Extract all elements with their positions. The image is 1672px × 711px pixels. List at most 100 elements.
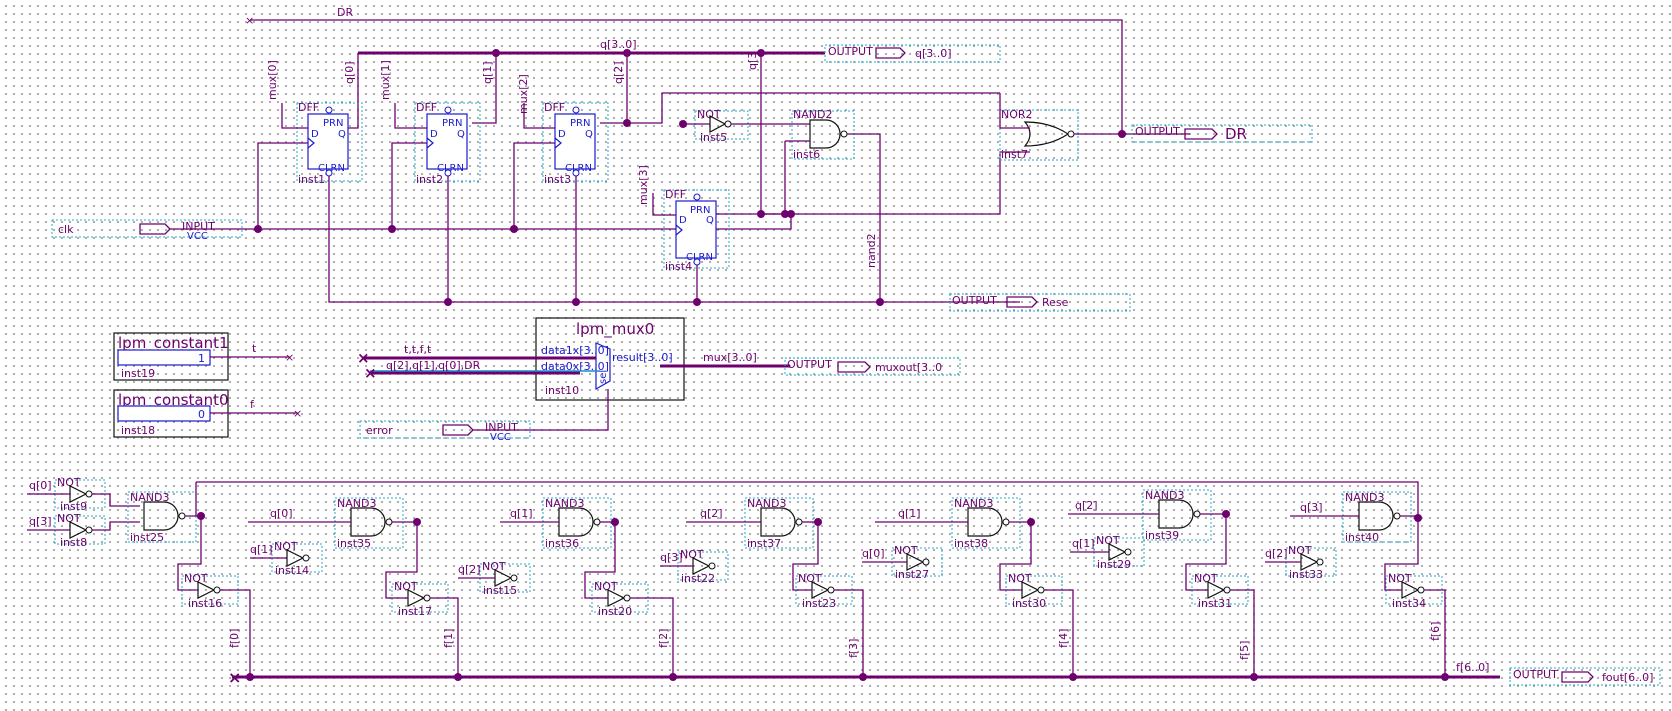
nand3-stage-inst39[interactable]: NAND3 inst39 q[2] (1068, 489, 1226, 542)
svg-text:×: × (357, 349, 370, 367)
svg-text:Q: Q (585, 129, 593, 140)
svg-text:mux[1]: mux[1] (379, 60, 392, 100)
svg-text:inst10: inst10 (545, 384, 579, 397)
svg-text:q[1]: q[1] (898, 507, 921, 520)
svg-text:Q: Q (706, 215, 714, 226)
svg-text:NAND3: NAND3 (545, 497, 584, 510)
output-not-inst34[interactable]: NOT inst34 f[6] (1384, 518, 1446, 677)
svg-text:NOT: NOT (1194, 572, 1218, 585)
svg-text:inst17: inst17 (398, 605, 432, 618)
svg-text:inst27: inst27 (895, 568, 929, 581)
svg-text:inst30: inst30 (1012, 597, 1046, 610)
dr-feedback-wire[interactable]: DR × (245, 6, 1123, 134)
svg-text:f[3]: f[3] (847, 639, 860, 658)
svg-text:f[5]: f[5] (1238, 641, 1251, 660)
svg-text:lpm_constant0: lpm_constant0 (118, 391, 229, 410)
svg-text:PRN: PRN (323, 118, 343, 129)
svg-text:D: D (311, 129, 319, 140)
input-pin-error[interactable]: error INPUT VCC (359, 420, 531, 443)
dff-inst4[interactable]: DFF PRN D Q CLRN inst4 mux[3] (637, 165, 730, 273)
svg-text:q[2]: q[2] (458, 563, 481, 576)
dff-inst2[interactable]: DFF PRN D Q CLRN inst2 mux[1] (379, 60, 481, 186)
not-gate-inst29[interactable]: NOT inst29 q[1] (1070, 534, 1145, 571)
nand3-stage-inst25[interactable]: NAND3 inst25 (127, 482, 201, 544)
dff-inst1[interactable]: DFF PRN D Q CLRN inst1 mux[0] (266, 60, 363, 186)
decoder-input-not-inst8[interactable]: NOT inst8 q[3] (27, 512, 140, 549)
svg-text:NAND3: NAND3 (130, 491, 169, 504)
output-not-inst30[interactable]: NOT inst30 f[4] (999, 522, 1074, 677)
lpm-constant1-block[interactable]: lpm_constant1 1 inst19 t × (113, 332, 294, 381)
svg-text:NOT: NOT (798, 572, 822, 585)
not-gate-inst5[interactable]: NOT inst5 (683, 108, 810, 144)
svg-text:NOT: NOT (697, 108, 721, 121)
lpm-constant0-block[interactable]: lpm_constant0 0 inst18 f × (113, 389, 302, 438)
svg-text:NOT: NOT (274, 540, 298, 553)
nand3-stage-inst35[interactable]: NAND3 inst35 q[0] (248, 497, 417, 550)
svg-text:f[0]: f[0] (228, 629, 241, 648)
svg-text:t: t (252, 342, 257, 355)
pin-label-reset: Rese (1042, 296, 1069, 309)
wire-label-f-bus: f[6..0] (1456, 661, 1489, 674)
svg-text:NAND3: NAND3 (1145, 489, 1184, 502)
svg-text:×: × (285, 351, 294, 364)
svg-text:INPUT: INPUT (182, 220, 215, 233)
not-gate-inst33[interactable]: NOT inst33 q[2] (1265, 544, 1337, 581)
lpm-mux0-block[interactable]: lpm_mux0 data1x[3..0] data0x[3..0] resul… (535, 317, 685, 401)
svg-text:q[0]: q[0] (862, 547, 885, 560)
output-pin-fout[interactable]: OUTPUT fout[6..0] (1509, 667, 1661, 686)
svg-text:f: f (250, 398, 255, 411)
output-pin-q[interactable]: OUTPUT q[3..0] (824, 44, 1001, 63)
nand3-stage-inst38[interactable]: NAND3 inst38 q[1] (875, 497, 1031, 550)
svg-text:NOT: NOT (184, 572, 208, 585)
svg-text:NOT: NOT (57, 476, 81, 489)
output-not-inst17[interactable]: NOT inst17 f[1] (385, 522, 459, 677)
svg-text:inst16: inst16 (188, 597, 222, 610)
nand3-stage-inst40[interactable]: NAND3 inst40 q[3] (1290, 491, 1418, 544)
nand2-gate-inst6[interactable]: NAND2 inst6 nand2 (784, 108, 881, 302)
output-pin-reset[interactable]: OUTPUT Rese (949, 293, 1131, 312)
output-not-inst20[interactable]: NOT inst20 f[2] (584, 522, 674, 677)
svg-text:inst5: inst5 (700, 131, 727, 144)
not-gate-inst15[interactable]: NOT inst15 q[2] (458, 560, 531, 597)
pin-label-error: error (366, 424, 393, 437)
input-pin-clk[interactable]: clk INPUT VCC (51, 219, 243, 242)
svg-text:inst2: inst2 (416, 173, 443, 186)
svg-text:inst38: inst38 (954, 537, 988, 550)
svg-text:q[0]: q[0] (29, 479, 52, 492)
nand3-stage-inst37[interactable]: NAND3 inst37 q[2] (686, 497, 818, 550)
wire-label-nand2: nand2 (865, 233, 878, 268)
output-not-inst23[interactable]: NOT inst23 f[3] (792, 522, 864, 677)
svg-text:q[2]: q[2] (700, 507, 723, 520)
svg-text:inst19: inst19 (121, 367, 155, 380)
svg-text:inst33: inst33 (1289, 568, 1323, 581)
wire-label-dr: DR (337, 6, 353, 19)
svg-text:inst25: inst25 (130, 531, 164, 544)
svg-text:NOR2: NOR2 (1001, 108, 1033, 121)
nand3-stage-inst36[interactable]: NAND3 inst36 q[1] (500, 497, 615, 550)
output-not-inst16[interactable]: NOT inst16 f[0] (177, 516, 251, 677)
svg-text:NAND2: NAND2 (793, 108, 832, 121)
svg-text:inst39: inst39 (1145, 529, 1179, 542)
not-gate-inst14[interactable]: NOT inst14 q[1] (250, 540, 323, 577)
svg-text:inst29: inst29 (1097, 558, 1131, 571)
svg-text:OUTPUT: OUTPUT (952, 294, 997, 307)
svg-text:NOT: NOT (594, 580, 618, 593)
not-gate-inst22[interactable]: NOT inst22 q[3] (660, 548, 729, 585)
not-gate-inst27[interactable]: NOT inst27 q[0] (862, 544, 943, 581)
q-bus[interactable]: q[3..0] q[0] q[1] q[2] q[3 (343, 38, 1000, 214)
output-pin-muxout[interactable]: OUTPUT muxout[3..0 (784, 357, 961, 376)
svg-text:inst8: inst8 (60, 536, 87, 549)
decoder-input-not-inst9[interactable]: NOT inst9 q[0] (27, 476, 140, 513)
dff-inst3[interactable]: DFF PRN D Q CLRN inst3 mux[2] (517, 74, 609, 186)
output-pin-dr[interactable]: OUTPUT DR (1131, 124, 1313, 143)
pin-label-fout: fout[6..0] (1602, 671, 1653, 684)
wire-label-qdr: q[2],q[1],q[0],DR (386, 359, 481, 372)
svg-text:DFF: DFF (665, 188, 686, 201)
svg-text:inst34: inst34 (1392, 597, 1426, 610)
svg-text:NAND3: NAND3 (954, 497, 993, 510)
svg-text:inst1: inst1 (298, 173, 325, 186)
pin-label-dr: DR (1225, 125, 1247, 143)
output-not-inst31[interactable]: NOT inst31 f[5] (1185, 514, 1255, 677)
svg-text:NOT: NOT (1288, 544, 1312, 557)
svg-text:inst31: inst31 (1198, 597, 1232, 610)
